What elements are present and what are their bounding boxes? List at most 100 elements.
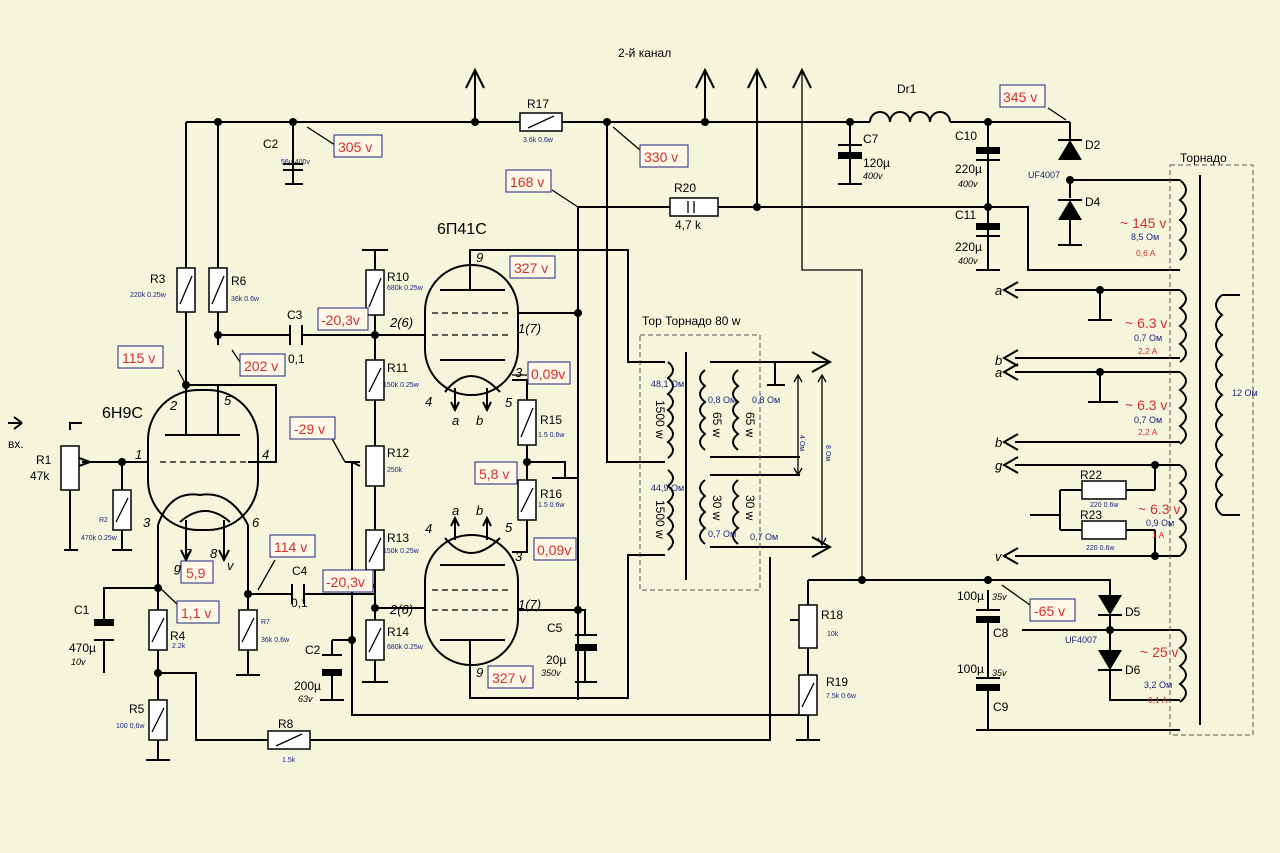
svg-text:R1: R1 (36, 453, 52, 467)
wires (69, 72, 1180, 760)
svg-text:3: 3 (515, 365, 523, 380)
svg-text:56µ 400v: 56µ 400v (281, 159, 310, 166)
svg-text:63v: 63v (298, 694, 313, 704)
svg-text:4 Ом: 4 Ом (798, 435, 805, 451)
svg-text:0,09v: 0,09v (537, 542, 571, 558)
svg-text:D6: D6 (1125, 663, 1141, 677)
svg-text:1500 w: 1500 w (653, 500, 667, 539)
svg-text:R2: R2 (99, 517, 108, 524)
svg-text:35v: 35v (992, 668, 1007, 678)
voltage-boxes (117, 84, 1076, 689)
svg-text:1.5 0.6w: 1.5 0.6w (538, 502, 565, 509)
svg-text:470µ: 470µ (69, 641, 96, 655)
svg-text:~ 6.3 v: ~ 6.3 v (1138, 501, 1180, 517)
svg-text:30 w: 30 w (710, 495, 724, 521)
r1 (60, 445, 80, 491)
svg-text:470k 0.25w: 470k 0.25w (81, 535, 118, 542)
resistors (8, 112, 1127, 750)
svg-text:0,7 Ом: 0,7 Ом (750, 532, 778, 542)
svg-text:220 0.6w: 220 0.6w (1086, 545, 1115, 552)
svg-text:114 v: 114 v (274, 539, 307, 555)
capacitors (94, 122, 1000, 700)
svg-text:8 Ом: 8 Ом (824, 445, 831, 461)
output-transformer (639, 334, 827, 591)
svg-text:2.2k: 2.2k (172, 643, 186, 650)
svg-text:35v: 35v (992, 592, 1007, 602)
svg-text:R5: R5 (129, 702, 145, 716)
svg-text:R15: R15 (540, 413, 562, 427)
diodes (869, 111, 1122, 671)
svg-text:7.5k 0.6w: 7.5k 0.6w (826, 693, 857, 700)
svg-text:3,2 Ом: 3,2 Ом (1144, 680, 1172, 690)
svg-text:C9: C9 (993, 700, 1009, 714)
ot-title: Тор Торнадо 80 w (642, 314, 741, 328)
svg-text:1.5 0.6w: 1.5 0.6w (538, 432, 565, 439)
svg-text:~ 6.3 v: ~ 6.3 v (1125, 397, 1167, 413)
svg-text:12 Ом: 12 Ом (1232, 388, 1258, 398)
svg-text:C8: C8 (993, 626, 1009, 640)
svg-text:-20,3v: -20,3v (326, 574, 365, 590)
svg-text:327 v: 327 v (492, 670, 526, 686)
svg-text:47k: 47k (30, 469, 50, 483)
svg-text:3: 3 (143, 515, 151, 530)
svg-text:1,1 v: 1,1 v (181, 605, 211, 621)
svg-text:R3: R3 (150, 272, 166, 286)
svg-text:0,1 A: 0,1 A (1148, 695, 1168, 705)
svg-text:a: a (995, 365, 1002, 380)
svg-text:7: 7 (184, 546, 192, 561)
svg-text:168 v: 168 v (510, 174, 544, 190)
svg-text:5: 5 (224, 393, 232, 408)
power-transformer (1169, 164, 1254, 736)
svg-text:4: 4 (425, 521, 432, 536)
svg-text:R8: R8 (278, 717, 294, 731)
svg-text:4: 4 (425, 394, 432, 409)
svg-text:0,1: 0,1 (288, 352, 305, 366)
svg-text:R6: R6 (231, 274, 247, 288)
svg-text:150k 0.25w: 150k 0.25w (383, 382, 420, 389)
svg-text:200µ: 200µ (294, 679, 321, 693)
svg-text:C10: C10 (955, 129, 977, 143)
svg-text:100 0,6w: 100 0,6w (116, 723, 145, 730)
svg-text:150k 0.25w: 150k 0.25w (383, 548, 420, 555)
svg-text:-20,3v: -20,3v (321, 312, 360, 328)
svg-text:6: 6 (252, 515, 260, 530)
svg-text:b: b (476, 503, 483, 518)
svg-text:400v: 400v (958, 179, 978, 189)
labels: 2-й канал 6Н9С 6П41С вх. Тор Торнадо 80 … (8, 46, 1258, 764)
svg-text:C1: C1 (74, 603, 90, 617)
svg-text:100µ: 100µ (957, 589, 984, 603)
svg-text:0,6 A: 0,6 A (1136, 248, 1156, 258)
svg-text:220µ: 220µ (955, 162, 982, 176)
svg-text:1(7): 1(7) (518, 321, 541, 336)
svg-text:g: g (174, 560, 182, 575)
svg-text:2(6): 2(6) (389, 602, 413, 617)
svg-text:0,7 Ом: 0,7 Ом (708, 529, 736, 539)
svg-text:1.5k: 1.5k (282, 757, 296, 764)
svg-text:44,9 Ом: 44,9 Ом (651, 483, 684, 493)
svg-text:R11: R11 (387, 361, 408, 375)
svg-text:0,9 Ом: 0,9 Ом (1146, 518, 1174, 528)
svg-text:680k 0.25w: 680k 0.25w (387, 644, 424, 651)
svg-text:2(6): 2(6) (389, 315, 413, 330)
svg-text:327 v: 327 v (514, 260, 548, 276)
svg-text:R18: R18 (821, 608, 843, 622)
svg-text:~ 25 v: ~ 25 v (1140, 644, 1179, 660)
svg-text:2: 2 (169, 398, 178, 413)
svg-text:0,7 Ом: 0,7 Ом (1134, 415, 1162, 425)
svg-text:65 w: 65 w (743, 412, 757, 438)
svg-text:4: 4 (262, 447, 269, 462)
svg-text:220 0.6w: 220 0.6w (1090, 502, 1119, 509)
svg-text:R19: R19 (826, 675, 848, 689)
svg-text:R7: R7 (261, 619, 270, 626)
svg-text:1 A: 1 A (1152, 530, 1165, 540)
svg-text:2,2 A: 2,2 A (1138, 346, 1158, 356)
r12 (365, 445, 385, 487)
svg-text:-65 v: -65 v (1034, 603, 1065, 619)
svg-text:3: 3 (515, 549, 523, 564)
svg-text:5: 5 (505, 395, 513, 410)
svg-text:C4: C4 (292, 564, 308, 578)
svg-text:~ 6.3 v: ~ 6.3 v (1125, 315, 1167, 331)
svg-text:b: b (995, 435, 1002, 450)
svg-text:65 w: 65 w (710, 412, 724, 438)
svg-text:R17: R17 (527, 97, 549, 111)
